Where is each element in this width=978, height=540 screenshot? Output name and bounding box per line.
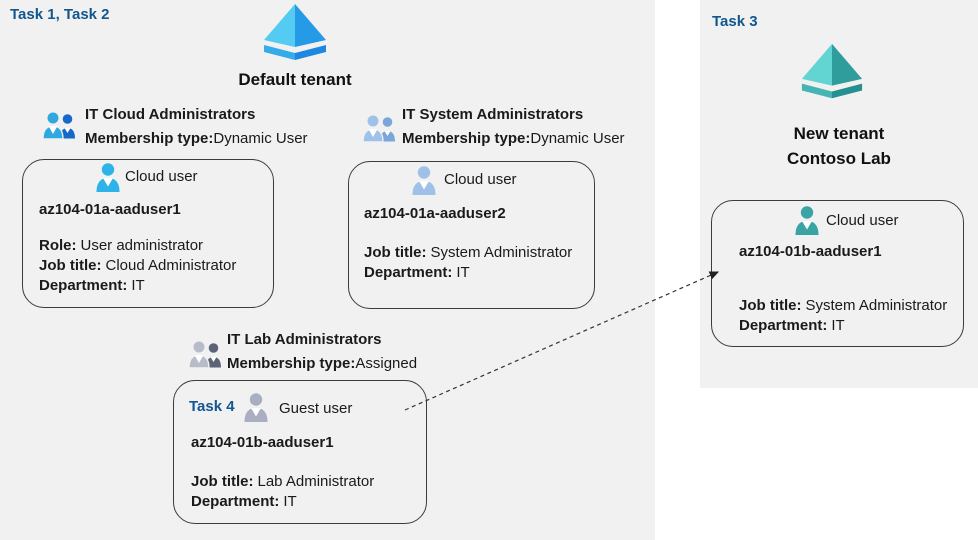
user-type-label: Cloud user	[826, 212, 899, 229]
field-job-title: Job title:Lab Administrator	[191, 473, 375, 490]
group-membership-system-admins: Membership type:Dynamic User	[402, 130, 625, 147]
field-department: Department:IT	[39, 277, 145, 294]
field-role: Role:User administrator	[39, 237, 204, 254]
cloud-user-icon	[95, 162, 121, 193]
task-1-2-label: Task 1, Task 2	[10, 6, 110, 23]
default-tenant-name: Default tenant	[238, 70, 352, 89]
user-name: az104-01b-aaduser1	[739, 243, 882, 260]
task-3-label: Task 3	[712, 13, 758, 30]
default-tenant-panel	[0, 0, 655, 540]
task-4-label: Task 4	[189, 398, 235, 415]
membership-label: Membership type:	[227, 355, 356, 372]
field-department: Department:IT	[191, 493, 297, 510]
cloud-user-icon	[794, 205, 820, 236]
new-tenant-icon	[799, 42, 865, 104]
new-tenant-name-line1: New tenant	[793, 124, 885, 143]
field-job-title: Job title:Cloud Administrator	[39, 257, 237, 274]
membership-value: Dynamic User	[530, 130, 625, 147]
guest-user-card-aaduser1: Task 4 Guest user az104-01b-aaduser1 Job…	[173, 380, 427, 524]
group-name-cloud-admins: IT Cloud Administrators	[85, 106, 256, 123]
user-type-label: Cloud user	[125, 168, 198, 185]
user-card-aaduser2: Cloud user az104-01a-aaduser2 Job title:…	[348, 161, 595, 309]
user-name: az104-01a-aaduser2	[364, 205, 506, 222]
user-type-label: Guest user	[279, 400, 353, 417]
user-card-aaduser1: Cloud user az104-01a-aaduser1 Role:User …	[22, 159, 274, 308]
cloud-user-icon	[411, 165, 437, 196]
group-membership-lab-admins: Membership type:Assigned	[227, 355, 417, 372]
membership-value: Assigned	[355, 355, 418, 372]
user-attributes: Job title:System Administrator Departmen…	[364, 243, 572, 283]
membership-value: Dynamic User	[213, 130, 308, 147]
field-job-title: Job title:System Administrator	[739, 297, 948, 314]
new-tenant-name-line2: Contoso Lab	[787, 149, 891, 168]
group-membership-cloud-admins: Membership type:Dynamic User	[85, 130, 308, 147]
field-department: Department:IT	[364, 264, 470, 281]
group-icon-cloud-admins	[42, 110, 76, 140]
membership-label: Membership type:	[85, 130, 214, 147]
field-job-title: Job title:System Administrator	[364, 244, 573, 261]
user-attributes: Role:User administrator Job title:Cloud …	[39, 236, 236, 296]
user-type-label: Cloud user	[444, 171, 517, 188]
group-icon-lab-admins	[188, 339, 222, 369]
membership-label: Membership type:	[402, 130, 531, 147]
guest-user-icon	[243, 392, 269, 423]
user-name: az104-01b-aaduser1	[191, 434, 334, 451]
field-department: Department:IT	[739, 317, 845, 334]
user-name: az104-01a-aaduser1	[39, 201, 181, 218]
group-icon-system-admins	[362, 113, 396, 143]
default-tenant-icon	[261, 3, 329, 65]
user-card-aaduser1-new-tenant: Cloud user az104-01b-aaduser1 Job title:…	[711, 200, 964, 347]
group-name-system-admins: IT System Administrators	[402, 106, 584, 123]
user-attributes: Job title:System Administrator Departmen…	[739, 296, 947, 336]
group-name-lab-admins: IT Lab Administrators	[227, 331, 382, 348]
user-attributes: Job title:Lab Administrator Department:I…	[191, 472, 374, 512]
